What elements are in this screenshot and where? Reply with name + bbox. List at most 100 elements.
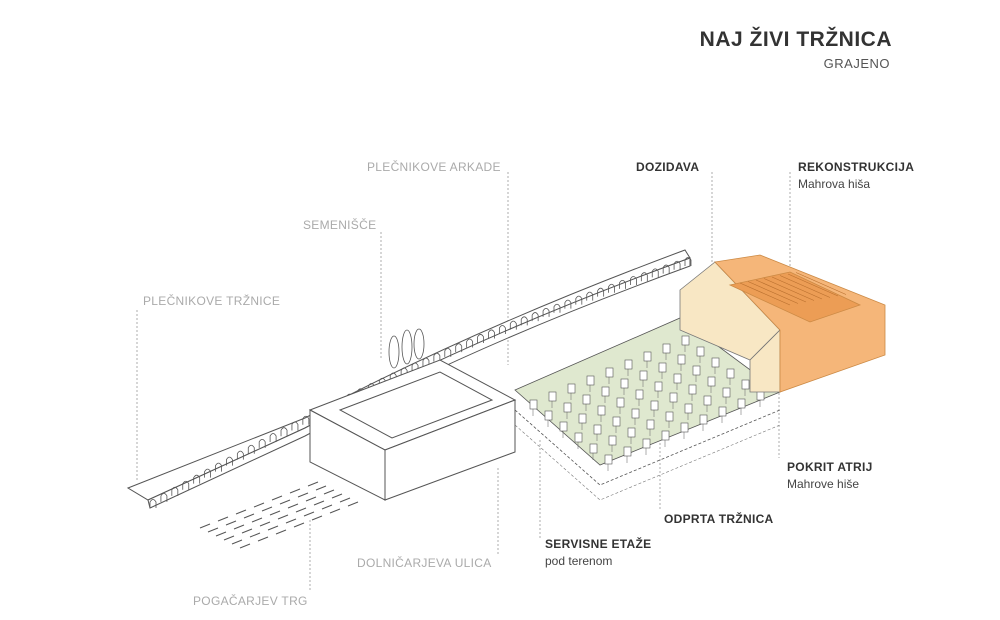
arch <box>433 352 441 362</box>
arch <box>542 307 550 317</box>
odprta-trznica-plaza <box>514 317 781 501</box>
stall <box>692 365 701 376</box>
arcade-arches <box>149 257 692 508</box>
stall <box>589 443 598 454</box>
stall <box>688 384 697 395</box>
arch <box>258 438 266 448</box>
stall <box>696 346 705 357</box>
stall <box>669 392 678 403</box>
arch <box>684 257 692 266</box>
stall <box>586 375 595 386</box>
arch <box>171 486 179 496</box>
stall <box>559 421 568 432</box>
arch <box>488 329 495 339</box>
arch <box>149 499 157 508</box>
label-pokrit-atrij: POKRIT ATRIJ <box>787 460 873 474</box>
stall <box>620 378 629 389</box>
label-odprta-trznica: ODPRTA TRŽNICA <box>664 512 774 526</box>
stall <box>665 411 674 422</box>
arch <box>553 303 561 313</box>
arch <box>226 456 233 466</box>
label-rekonstrukcija: REKONSTRUKCIJA <box>798 160 915 174</box>
arch <box>389 372 397 382</box>
arch <box>444 347 452 357</box>
arch <box>411 362 419 372</box>
stall <box>544 410 553 421</box>
stall <box>635 389 644 400</box>
arch <box>477 334 484 343</box>
stall <box>722 387 731 398</box>
label-pogacarjev-trg: POGAČARJEV TRG <box>193 594 308 608</box>
arch <box>280 427 288 437</box>
arch <box>269 433 277 443</box>
arch <box>160 493 168 502</box>
arch <box>586 291 594 301</box>
arch <box>564 299 572 309</box>
arch <box>509 320 517 330</box>
label-plecnikove-arkade: PLEČNIKOVE ARKADE <box>367 160 501 174</box>
stall <box>605 367 614 378</box>
stall <box>563 402 572 413</box>
stall <box>578 413 587 424</box>
arch <box>608 283 615 293</box>
stall <box>646 419 655 430</box>
arch <box>630 276 637 286</box>
stall <box>707 376 716 387</box>
stall <box>680 422 689 433</box>
label-mahrove-hise: Mahrove hiše <box>787 477 860 491</box>
stall <box>654 381 663 392</box>
arch <box>291 421 299 431</box>
stall <box>616 397 625 408</box>
stall <box>612 416 621 427</box>
arch <box>215 462 222 472</box>
stall <box>643 351 652 362</box>
stall <box>574 432 583 443</box>
label-dozidava: DOZIDAVA <box>636 160 700 174</box>
label-semenisce: SEMENIŠČE <box>303 218 377 232</box>
stall <box>737 398 746 409</box>
stall <box>623 446 632 457</box>
stall <box>642 438 651 449</box>
stall <box>741 379 750 390</box>
stall <box>658 362 667 373</box>
arch <box>498 325 506 334</box>
cypress-trees <box>388 328 425 369</box>
stall <box>639 370 648 381</box>
stall <box>673 373 682 384</box>
stall <box>677 354 686 365</box>
stall <box>624 359 633 370</box>
stall <box>593 424 602 435</box>
arch <box>302 415 310 425</box>
stall <box>567 383 576 394</box>
stall <box>681 335 690 346</box>
stall <box>718 406 727 417</box>
rekonstrukcija-block <box>714 254 886 393</box>
stall <box>608 435 617 446</box>
stall <box>703 395 712 406</box>
page-title: NAJ ŽIVI TRŽNICA <box>699 28 892 51</box>
arch <box>236 450 244 460</box>
label-mahrova-hisa: Mahrova hiša <box>798 177 871 191</box>
label-dolnicarjeva-ulica: DOLNIČARJEVA ULICA <box>357 556 492 570</box>
arch <box>673 260 681 270</box>
arch <box>247 444 255 454</box>
arch <box>193 474 201 484</box>
market-stalls <box>529 335 765 471</box>
arch <box>466 338 474 348</box>
label-plecnikove-trznice: PLEČNIKOVE TRŽNICE <box>143 294 281 308</box>
arch <box>531 312 539 322</box>
stall <box>661 430 670 441</box>
arch <box>400 367 408 377</box>
stall <box>699 414 708 425</box>
stall <box>601 386 610 397</box>
stall <box>631 408 640 419</box>
arch <box>597 287 605 297</box>
stall <box>650 400 659 411</box>
arch <box>575 295 583 305</box>
stall <box>726 368 735 379</box>
stall <box>529 399 538 410</box>
stall <box>684 403 693 414</box>
pogacarjev-trg-markings <box>199 481 359 549</box>
arch <box>455 343 463 353</box>
